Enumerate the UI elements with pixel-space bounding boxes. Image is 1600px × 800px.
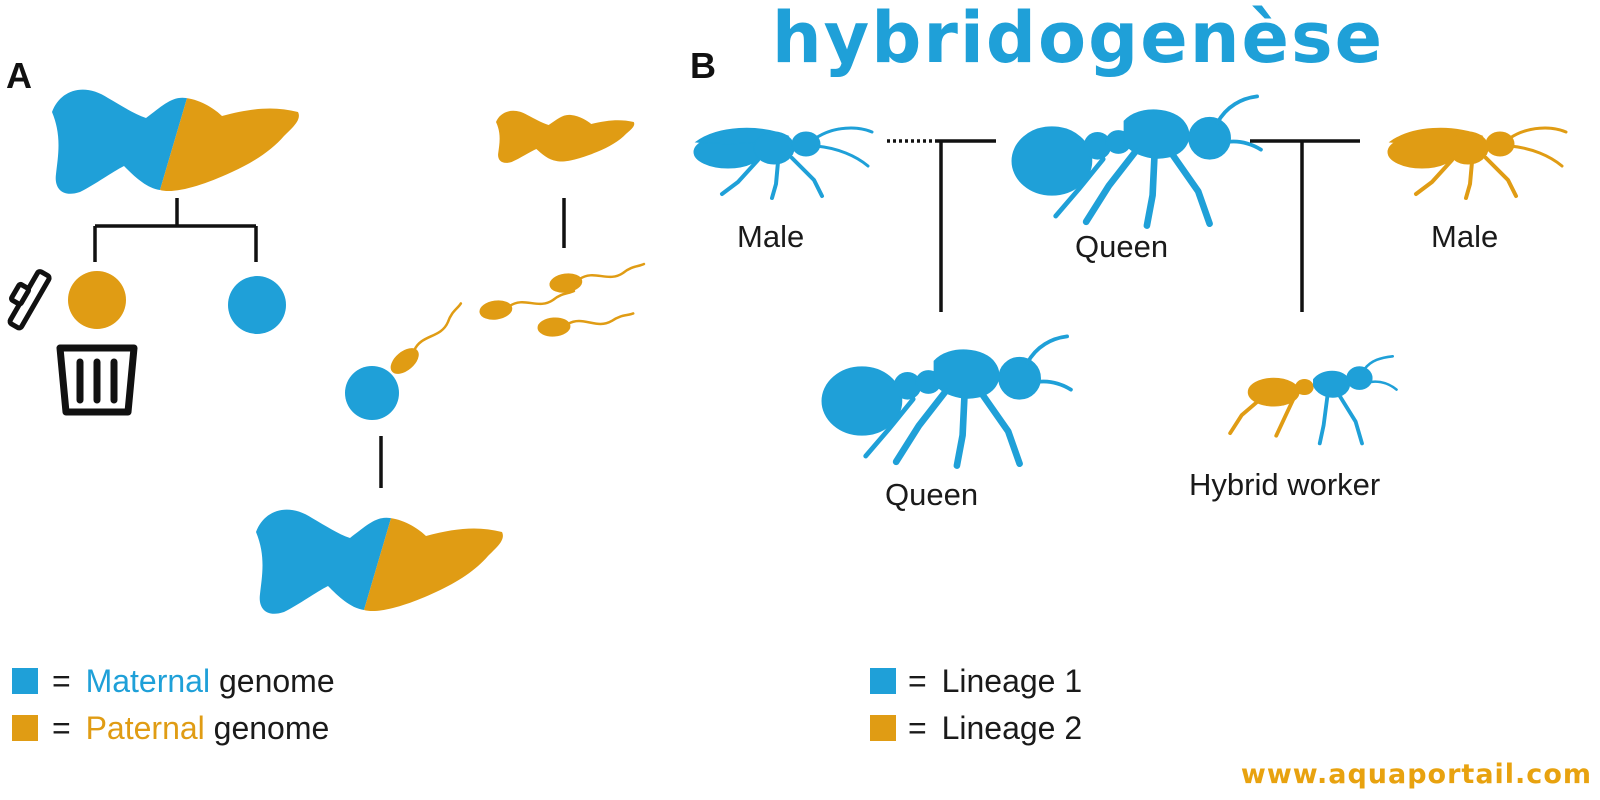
label-queen-bottom: Queen [885,477,978,512]
genome-split-bracket [93,198,258,262]
legend-paternal-word: Paternal [86,710,205,746]
legend-lineage-2-text: Lineage 2 [942,710,1083,746]
legend-maternal-rest: genome [210,663,335,699]
panel-b-letter: B [690,45,716,86]
ant-icon [1386,126,1568,200]
fish-icon [496,110,635,163]
legend-paternal-rest: genome [205,710,330,746]
legend-eq: = [908,663,927,699]
fish-icon [52,89,299,194]
footer-website: www.aquaportail.com [1241,759,1592,790]
legend-panel-b: = Lineage 1 = Lineage 2 [870,663,1082,746]
paternal-genome-circle [68,271,126,329]
legend-swatch-lineage-2 [870,715,896,741]
legend-lineage-1-text: Lineage 1 [942,663,1083,699]
legend-eq: = [908,710,927,746]
legend-swatch-lineage-1 [870,668,896,694]
ant-icon [1228,355,1398,446]
diagram-title: hybridogenèse [772,0,1384,79]
fish-icon [256,509,503,614]
legend-panel-a: = Maternal genome = Paternal genome [12,663,335,746]
label-queen-top: Queen [1075,229,1168,264]
legend-swatch-paternal [12,715,38,741]
legend-swatch-maternal [12,668,38,694]
label-male-left: Male [737,219,804,254]
maternal-genome-circle [228,276,286,334]
ant-icon [1012,96,1261,225]
label-hybrid-worker: Hybrid worker [1189,467,1380,502]
panel-a-letter: A [6,55,32,96]
svg-text:= Lineage 1: = Lineage 1 [908,663,1082,699]
legend-eq: = [52,663,71,699]
svg-text:= Maternal genome: = Maternal genome [52,663,335,699]
trash-can-icon [7,269,138,416]
sperm-icon [385,261,648,380]
legend-eq: = [52,710,71,746]
legend-maternal-word: Maternal [86,663,211,699]
mating-lines [887,139,1360,312]
svg-text:= Lineage 2: = Lineage 2 [908,710,1082,746]
egg-icon [345,366,399,420]
label-male-right: Male [1431,219,1498,254]
svg-text:= Paternal genome: = Paternal genome [52,710,329,746]
ant-icon [692,126,874,200]
ant-icon [822,336,1071,465]
